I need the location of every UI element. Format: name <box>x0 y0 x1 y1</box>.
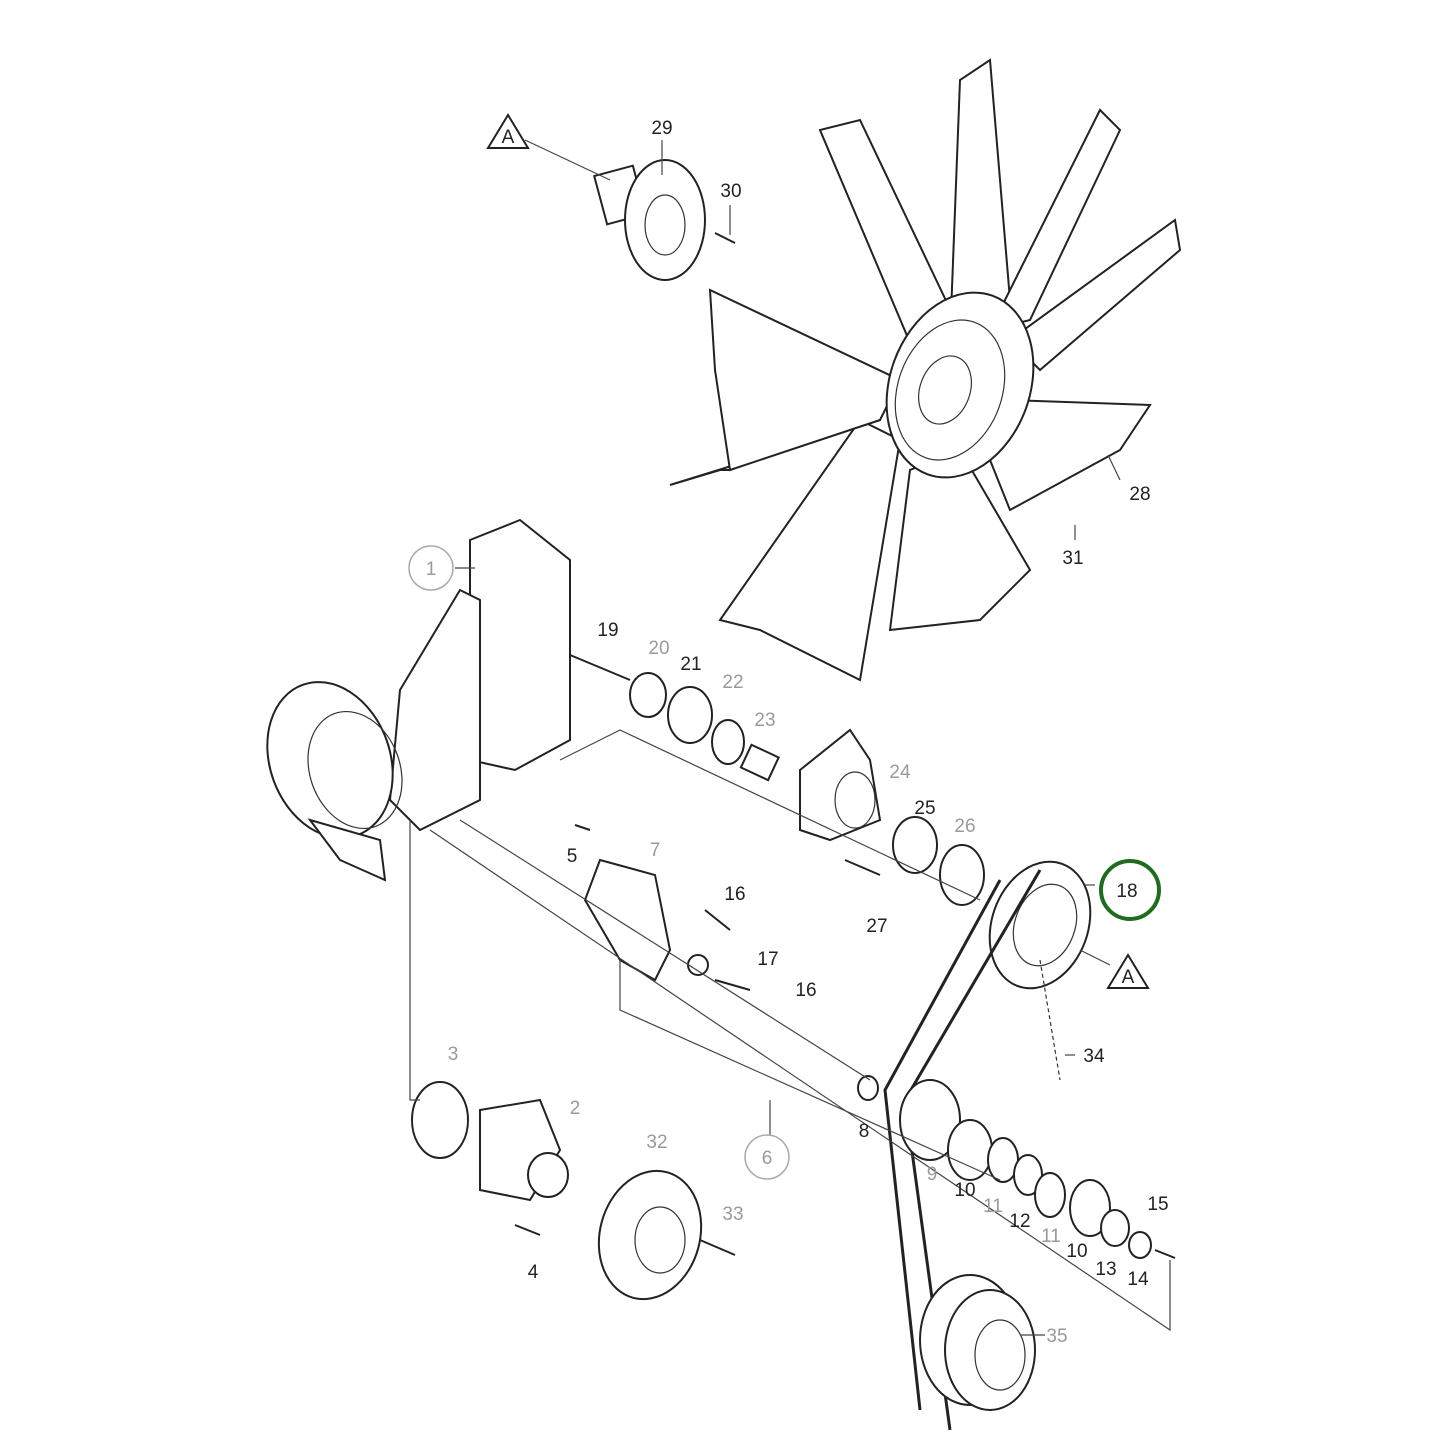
reference-marker-a-top: A <box>486 113 530 149</box>
callout-3[interactable]: 3 <box>448 1044 459 1065</box>
callout-22[interactable]: 22 <box>722 672 743 693</box>
leader-lines <box>409 139 1171 1336</box>
callout-26[interactable]: 26 <box>954 816 975 837</box>
fan-hub <box>592 159 736 281</box>
callout-8[interactable]: 8 <box>859 1121 870 1142</box>
callout-16a[interactable]: 16 <box>724 884 745 905</box>
callout-35[interactable]: 35 <box>1046 1326 1067 1347</box>
svg-text:A: A <box>1122 967 1135 988</box>
callout-24[interactable]: 24 <box>889 762 911 783</box>
fan-blade-assembly <box>669 58 1182 682</box>
crankshaft-pulley <box>919 1274 1036 1411</box>
callout-14[interactable]: 14 <box>1127 1269 1149 1290</box>
callout-31[interactable]: 31 <box>1062 548 1083 569</box>
callout-34[interactable]: 34 <box>1083 1046 1105 1067</box>
highlighted-callout-18[interactable] <box>1099 859 1161 921</box>
callout-12[interactable]: 12 <box>1009 1211 1030 1232</box>
callout-5[interactable]: 5 <box>567 846 578 867</box>
callout-15[interactable]: 15 <box>1147 1194 1168 1215</box>
svg-text:A: A <box>502 127 515 148</box>
callout-10b[interactable]: 10 <box>1066 1241 1087 1262</box>
callout-6[interactable]: 6 <box>762 1148 773 1169</box>
shaft-components <box>569 654 1092 990</box>
callout-13[interactable]: 13 <box>1095 1259 1116 1280</box>
tensioner-bracket <box>583 858 751 991</box>
callout-11a[interactable]: 11 <box>983 1196 1003 1217</box>
callout-16b[interactable]: 16 <box>795 980 816 1001</box>
callout-7[interactable]: 7 <box>650 840 661 861</box>
callout-circle-6 <box>744 1134 790 1180</box>
callout-2[interactable]: 2 <box>570 1098 581 1119</box>
callout-25[interactable]: 25 <box>914 798 935 819</box>
callout-circle-1 <box>408 545 454 591</box>
callout-23[interactable]: 23 <box>754 710 775 731</box>
callout-18[interactable]: 18 <box>1116 881 1137 902</box>
callout-17[interactable]: 17 <box>757 949 778 970</box>
callout-11b[interactable]: 11 <box>1041 1226 1061 1247</box>
fan-bracket-housing <box>266 518 571 882</box>
callout-27[interactable]: 27 <box>866 916 887 937</box>
callout-30[interactable]: 30 <box>720 181 741 202</box>
callout-29[interactable]: 29 <box>651 118 672 139</box>
reference-marker-a-bottom: A <box>1106 953 1150 989</box>
callout-19[interactable]: 19 <box>597 620 618 641</box>
callout-4[interactable]: 4 <box>528 1262 539 1283</box>
callout-labels: 1 2 3 4 5 6 7 8 9 10 11 12 11 10 13 14 1… <box>426 118 1169 1347</box>
water-pump <box>411 1081 569 1236</box>
callout-33[interactable]: 33 <box>722 1204 743 1225</box>
callout-28[interactable]: 28 <box>1129 484 1150 505</box>
callout-9[interactable]: 9 <box>927 1164 938 1185</box>
callout-20[interactable]: 20 <box>648 638 669 659</box>
callout-32[interactable]: 32 <box>646 1132 667 1153</box>
callout-10a[interactable]: 10 <box>954 1180 975 1201</box>
callout-21[interactable]: 21 <box>680 654 701 675</box>
idler-stack <box>857 1075 1176 1259</box>
pump-pulley <box>597 1169 736 1301</box>
callout-1[interactable]: 1 <box>426 559 437 580</box>
